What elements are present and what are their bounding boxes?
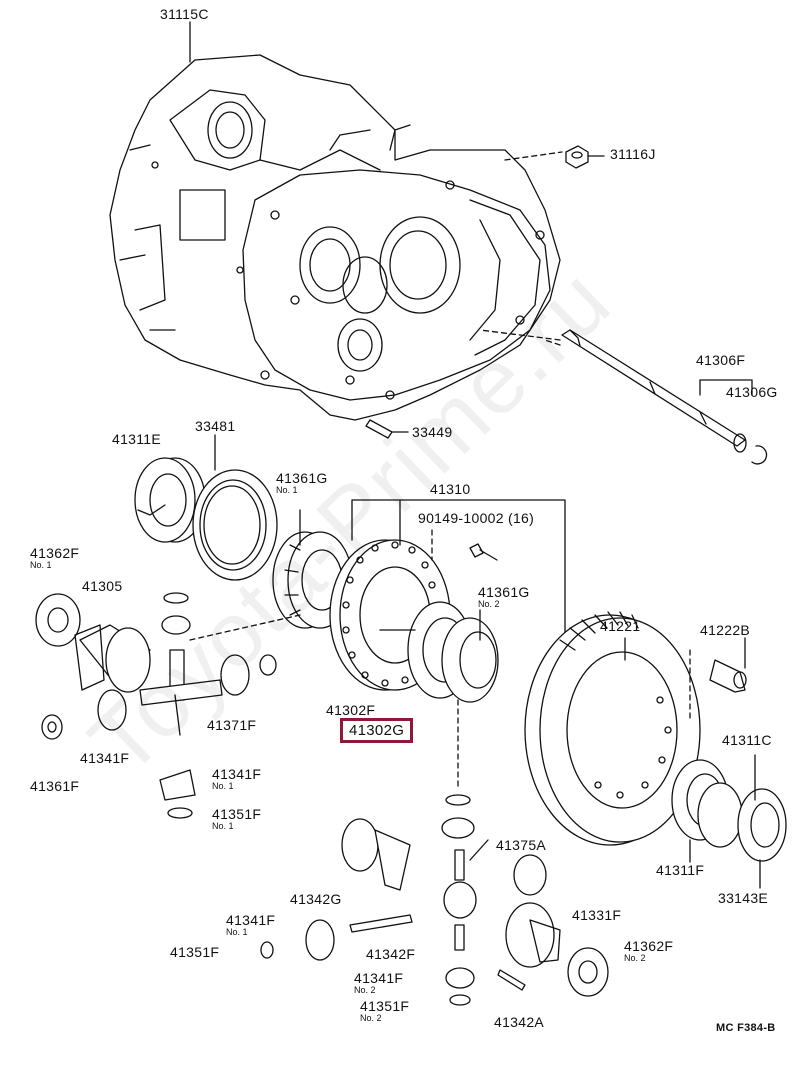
bearing-41311E (134, 457, 206, 543)
label-41222B: 41222B (700, 622, 751, 638)
leader-41306 (699, 379, 753, 396)
diagram-code: MC F384-B (716, 1022, 776, 1034)
pinion-gear-41341F (97, 654, 277, 731)
label-33449: 33449 (412, 424, 453, 440)
label-41371F: 41371F (207, 717, 257, 733)
side-gear-41305 (74, 624, 151, 693)
label-41375A: 41375A (496, 837, 547, 853)
pinion-shaft-41371F (139, 649, 223, 736)
label-41306F: 41306F (696, 352, 746, 368)
bearing-41361G-no2 (441, 617, 499, 703)
label-41311E: 41311E (112, 431, 162, 447)
label-41311C: 41311C (722, 732, 772, 748)
washer-41362F-no2 (567, 947, 609, 997)
label-31116J: 31116J (610, 146, 656, 162)
label-41331F: 41331F (572, 907, 622, 923)
pinion-gear-lower-left (260, 919, 335, 961)
bolt-41222B (709, 659, 747, 693)
pin-33449 (365, 419, 409, 439)
snap-ring-41306G (751, 445, 768, 465)
side-gear-left (341, 818, 411, 891)
washer-41362F-no1 (35, 593, 81, 647)
leader-41310 (351, 499, 566, 641)
label-41361F: 41361F (30, 778, 80, 794)
label-41341F: 41341F (80, 750, 130, 766)
pin-41342A (497, 969, 526, 991)
label-41342A: 41342A (494, 1014, 545, 1030)
pinion-gear-41341F-no1 (159, 769, 196, 801)
label-41306G: 41306G (726, 384, 778, 400)
label-33481: 33481 (195, 418, 236, 434)
ring-gear-41221 (524, 611, 701, 846)
label-31115C: 31115C (160, 6, 209, 22)
label-90149-10002: 90149-10002 (16) (418, 510, 535, 526)
ring-gear-bolt-90149 (469, 543, 498, 561)
intermediate-shaft-41306F (479, 329, 747, 453)
label-41221: 41221 (600, 618, 641, 634)
oil-seal-33481 (192, 469, 278, 581)
pinion-washer-1 (161, 592, 191, 635)
label-41302F: 41302F (326, 702, 376, 718)
washer-41361F (41, 714, 63, 740)
oil-seal-33143E (737, 788, 787, 862)
label-41342F: 41342F (366, 946, 416, 962)
label-41342G: 41342G (290, 891, 342, 907)
side-gear-41331F (505, 854, 561, 968)
plug-bolt-31116J (504, 145, 605, 169)
lower-pinion-set (441, 794, 477, 1006)
leader-41375A (469, 839, 489, 861)
pinion-shaft-41342G (349, 914, 413, 933)
label-41302G-highlighted[interactable]: 41302G (340, 718, 414, 743)
washer-41351F-no1 (167, 807, 193, 819)
bearing-41311F (697, 782, 743, 848)
label-41305: 41305 (82, 578, 123, 594)
label-41311F: 41311F (656, 862, 705, 878)
transaxle-housing (109, 54, 561, 421)
label-33143E: 33143E (718, 890, 769, 906)
label-41310: 41310 (430, 481, 471, 497)
label-41351F-lower: 41351F (170, 944, 220, 960)
